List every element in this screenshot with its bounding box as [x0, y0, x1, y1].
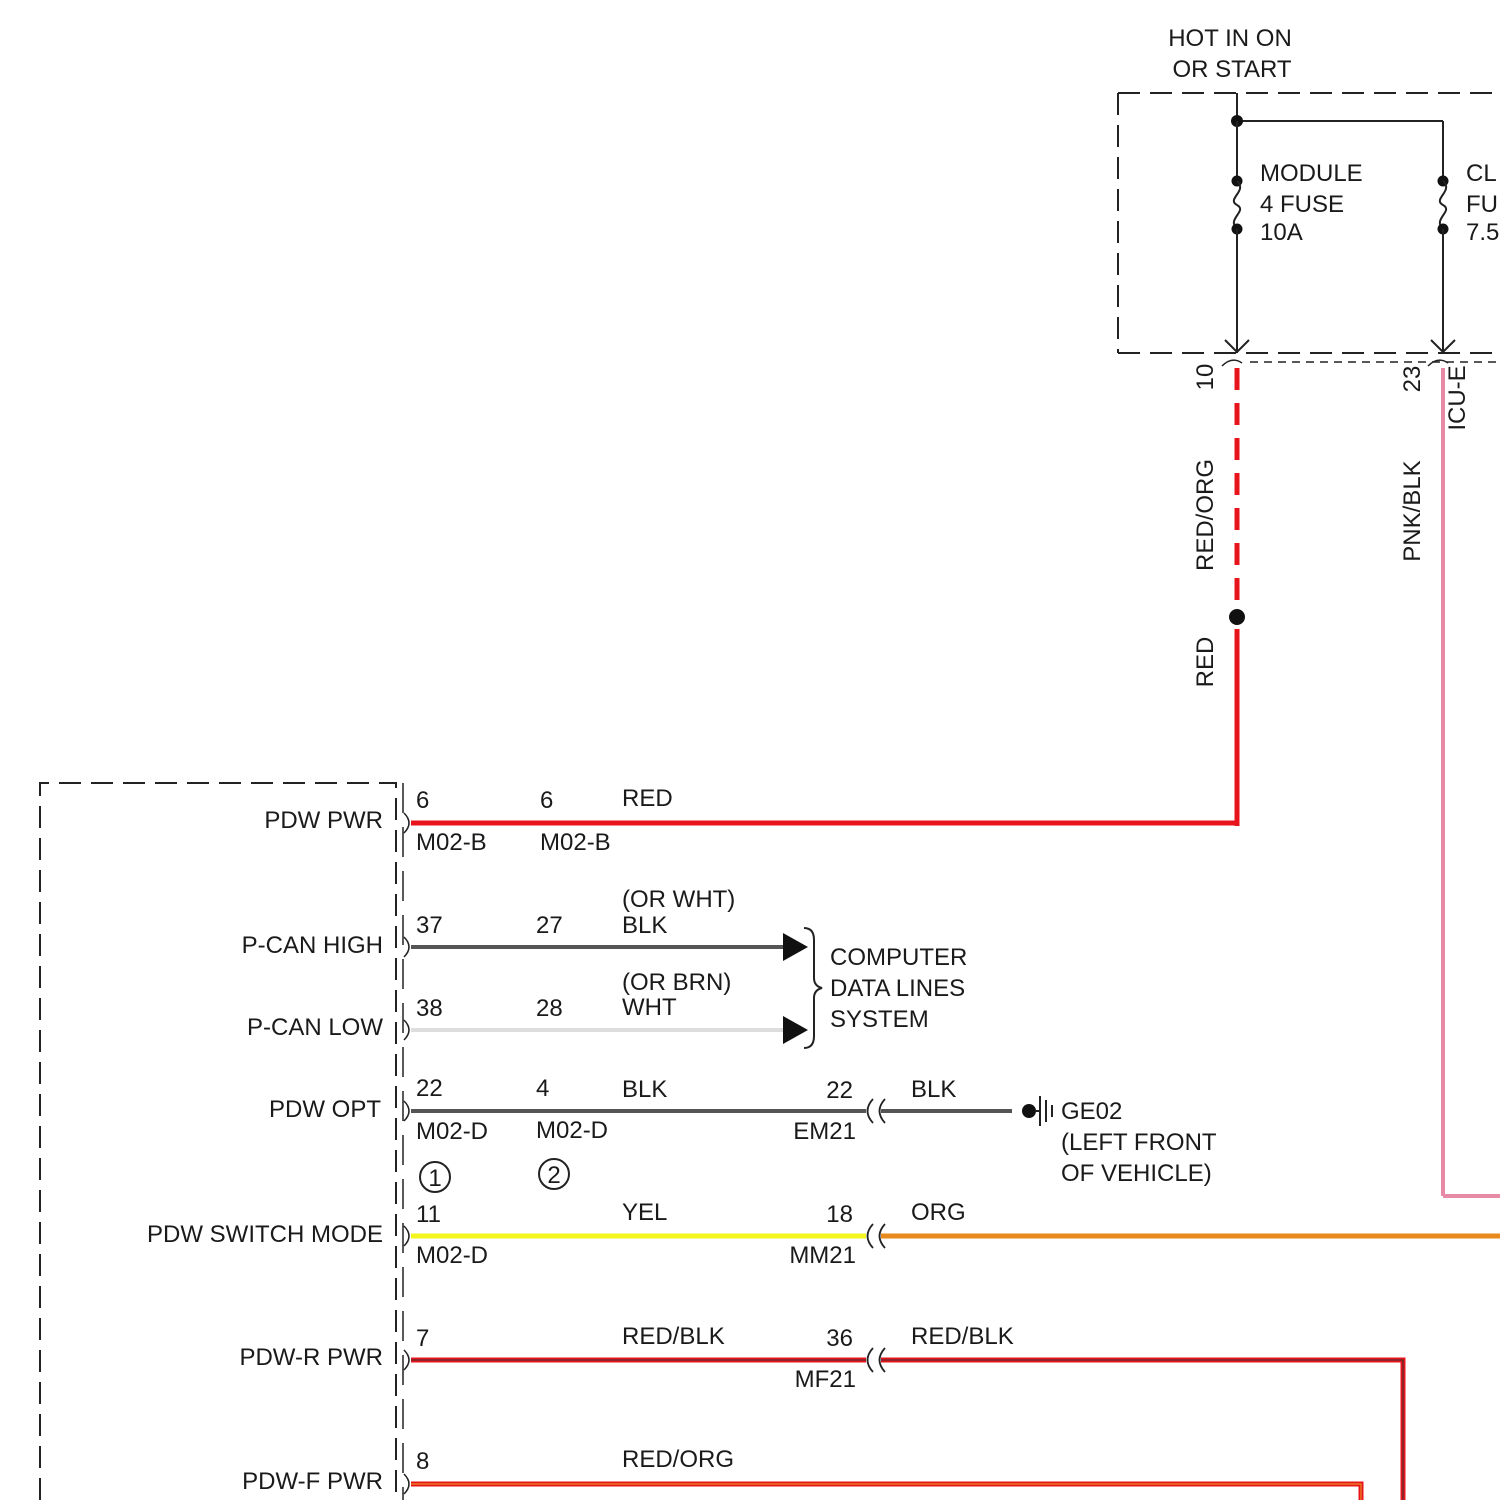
pin-22-em21: 22: [826, 1077, 853, 1104]
pin-7: 7: [416, 1325, 429, 1352]
ground-id: GE02: [1061, 1098, 1122, 1125]
connector-m02-b-b: M02-B: [540, 829, 611, 856]
wire-color-wht: WHT: [622, 994, 677, 1021]
pin-6-b: 6: [540, 787, 553, 814]
fuse1-label-line2: 4 FUSE: [1260, 191, 1344, 218]
data-lines-label-line3: SYSTEM: [830, 1006, 929, 1033]
pin-terminal: [404, 1350, 409, 1370]
module-4-fuse: [1222, 121, 1249, 366]
fuse2-label-line2: FU: [1466, 191, 1498, 218]
data-lines-label-line1: COMPUTER: [830, 944, 967, 971]
pin-38: 38: [416, 995, 443, 1022]
wire-color-yel: YEL: [622, 1199, 667, 1226]
row-pdw-pwr: 6 M02-B 6 M02-B RED: [404, 785, 1239, 856]
fuse-symbol: [1440, 181, 1446, 229]
wire-label-red-org: RED/ORG: [1192, 459, 1219, 571]
pin-terminal: [404, 1020, 409, 1040]
pin-4: 4: [536, 1075, 549, 1102]
row-pdw-switch-mode: 11 M02-D YEL 18 MM21 ORG: [404, 1199, 1500, 1269]
row-pdw-f-pwr: 8 RED/ORG: [404, 1446, 1361, 1500]
alt-color-or-wht: (OR WHT): [622, 886, 735, 913]
option-2-label: 2: [547, 1162, 560, 1189]
wire-label-red: RED: [1192, 637, 1219, 688]
power-title-line2: OR START: [1172, 56, 1291, 83]
arrow-to-data-lines: [783, 1016, 808, 1044]
pdw-module-box: PDW PWR P-CAN HIGH P-CAN LOW PDW OPT PDW…: [40, 783, 403, 1500]
wire-color-red: RED: [622, 785, 673, 812]
ground-location-line2: OF VEHICLE): [1061, 1160, 1212, 1187]
wire-color-red-blk: RED/BLK: [622, 1323, 725, 1350]
splice-dot: [1229, 609, 1245, 625]
pin-name-pdw-f-pwr: PDW-F PWR: [242, 1468, 383, 1495]
option-markers: 1 2: [420, 1159, 569, 1192]
icu-e-connector-label: ICU-E: [1444, 365, 1471, 430]
pin-37: 37: [416, 912, 443, 939]
pin-name-pdw-opt: PDW OPT: [269, 1096, 381, 1123]
connector-em21: EM21: [793, 1118, 856, 1145]
pin-terminal: [404, 1101, 409, 1121]
ground-location-line1: (LEFT FRONT: [1061, 1129, 1217, 1156]
pin-name-p-can-high: P-CAN HIGH: [242, 932, 383, 959]
ground-dot: [1022, 1104, 1036, 1118]
connector-m02-b-a: M02-B: [416, 829, 487, 856]
wire-red-blk-continued: [881, 1360, 1403, 1500]
fuse-symbol: [1234, 181, 1240, 229]
data-lines-label-line2: DATA LINES: [830, 975, 965, 1002]
fuse2-label-line1: CL: [1466, 160, 1497, 187]
module-outline: [40, 783, 396, 1500]
arrow-to-data-lines: [783, 933, 808, 961]
row-pdw-opt: 22 M02-D 4 M02-D BLK 22 EM21 BLK: [404, 1075, 1012, 1145]
power-title-line1: HOT IN ON: [1168, 25, 1292, 52]
data-lines-brace: COMPUTER DATA LINES SYSTEM: [804, 928, 967, 1048]
pin-27: 27: [536, 912, 563, 939]
wire-color-red-org: RED/ORG: [622, 1446, 734, 1473]
fuse1-label-line1: MODULE: [1260, 160, 1363, 187]
ground-ge02: GE02 (LEFT FRONT OF VEHICLE): [1022, 1096, 1217, 1187]
connector-mm21: MM21: [789, 1242, 856, 1269]
pin-10-label: 10: [1192, 364, 1219, 391]
pin-6-a: 6: [416, 787, 429, 814]
pin-terminal: [404, 1474, 409, 1494]
pin-22-a: 22: [416, 1075, 443, 1102]
wire-red-blk-continued-tracer: [881, 1360, 1403, 1500]
connector-m02-d-a: M02-D: [416, 1118, 488, 1145]
pin-36: 36: [826, 1325, 853, 1352]
connector-m02-d-b: M02-D: [536, 1117, 608, 1144]
pin-18: 18: [826, 1201, 853, 1228]
alt-color-or-brn: (OR BRN): [622, 969, 731, 996]
fuse1-label-line3: 10A: [1260, 219, 1303, 246]
pin-name-pdw-switch-mode: PDW SWITCH MODE: [147, 1221, 383, 1248]
connector-m02-d: M02-D: [416, 1242, 488, 1269]
cl-fuse: [1428, 176, 1455, 367]
wire-color-red-blk-continued: RED/BLK: [911, 1323, 1014, 1350]
row-pdw-r-pwr: 7 RED/BLK 36 MF21 RED/BLK: [404, 1323, 1403, 1500]
pin-terminal: [404, 1226, 409, 1246]
wire-color-blk-ground: BLK: [911, 1076, 956, 1103]
pin-8: 8: [416, 1448, 429, 1475]
pin-name-p-can-low: P-CAN LOW: [247, 1014, 383, 1041]
option-1-label: 1: [428, 1165, 441, 1192]
fuse2-label-line3: 7.5: [1466, 219, 1499, 246]
vertical-wires: RED/ORG RED PNK/BLK: [1192, 368, 1500, 1196]
wire-color-blk: BLK: [622, 1076, 667, 1103]
pin-23-label: 23: [1399, 366, 1426, 393]
pin-11: 11: [416, 1201, 441, 1228]
pin-terminal: [404, 813, 409, 833]
connector-mf21: MF21: [795, 1366, 856, 1393]
row-p-can-high: 37 27 (OR WHT) BLK: [404, 886, 808, 961]
wire-color-blk: BLK: [622, 912, 667, 939]
row-p-can-low: 38 28 (OR BRN) WHT: [404, 969, 808, 1044]
pin-name-pdw-r-pwr: PDW-R PWR: [239, 1344, 383, 1371]
pin-28: 28: [536, 995, 563, 1022]
wire-red-org: [411, 1484, 1361, 1500]
pin-name-pdw-pwr: PDW PWR: [264, 807, 383, 834]
wire-label-pnk-blk: PNK/BLK: [1399, 460, 1426, 561]
wire-color-org: ORG: [911, 1199, 966, 1226]
pin-terminal: [404, 937, 409, 957]
